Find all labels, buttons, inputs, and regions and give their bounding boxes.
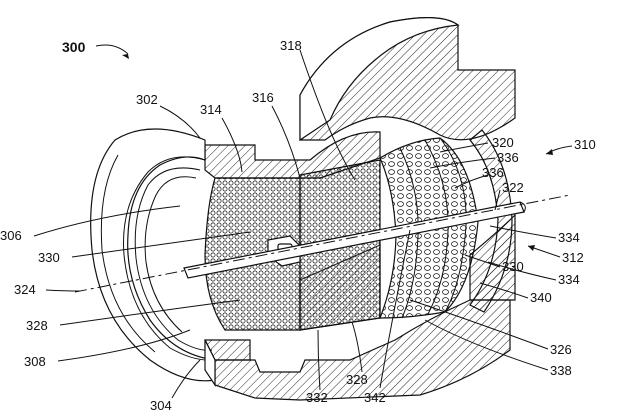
label-306: 306 [0,228,22,243]
arrow-head [122,54,129,59]
label-342: 342 [364,390,386,405]
label-336: 336 [482,165,504,180]
label-336: 336 [497,150,519,165]
label-334: 334 [558,272,580,287]
label-338: 338 [550,363,572,378]
label-328: 328 [346,372,368,387]
figure-number-text: 300 [62,39,86,55]
label-304: 304 [150,398,172,413]
axis-line [74,194,571,293]
label-324: 324 [14,282,36,297]
label-334: 334 [558,230,580,245]
reference-labels: 302 304 306 308 310 312 314 316 318 320 … [0,38,596,413]
label-332: 332 [306,390,328,405]
label-316: 316 [252,90,274,105]
label-318: 318 [280,38,302,53]
front-collar [90,128,251,387]
label-320: 320 [492,135,514,150]
arrow-head [528,245,535,251]
figure-number: 300 [62,39,129,59]
label-330: 330 [502,259,524,274]
arrow-head [546,149,553,155]
label-302: 302 [136,92,158,107]
label-322: 322 [502,180,524,195]
label-330: 330 [38,250,60,265]
label-328: 328 [26,318,48,333]
label-340: 340 [530,290,552,305]
leader-lines [33,49,557,399]
label-326: 326 [550,342,572,357]
label-314: 314 [200,102,222,117]
label-312: 312 [562,250,584,265]
label-308: 308 [24,354,46,369]
label-310: 310 [574,137,596,152]
